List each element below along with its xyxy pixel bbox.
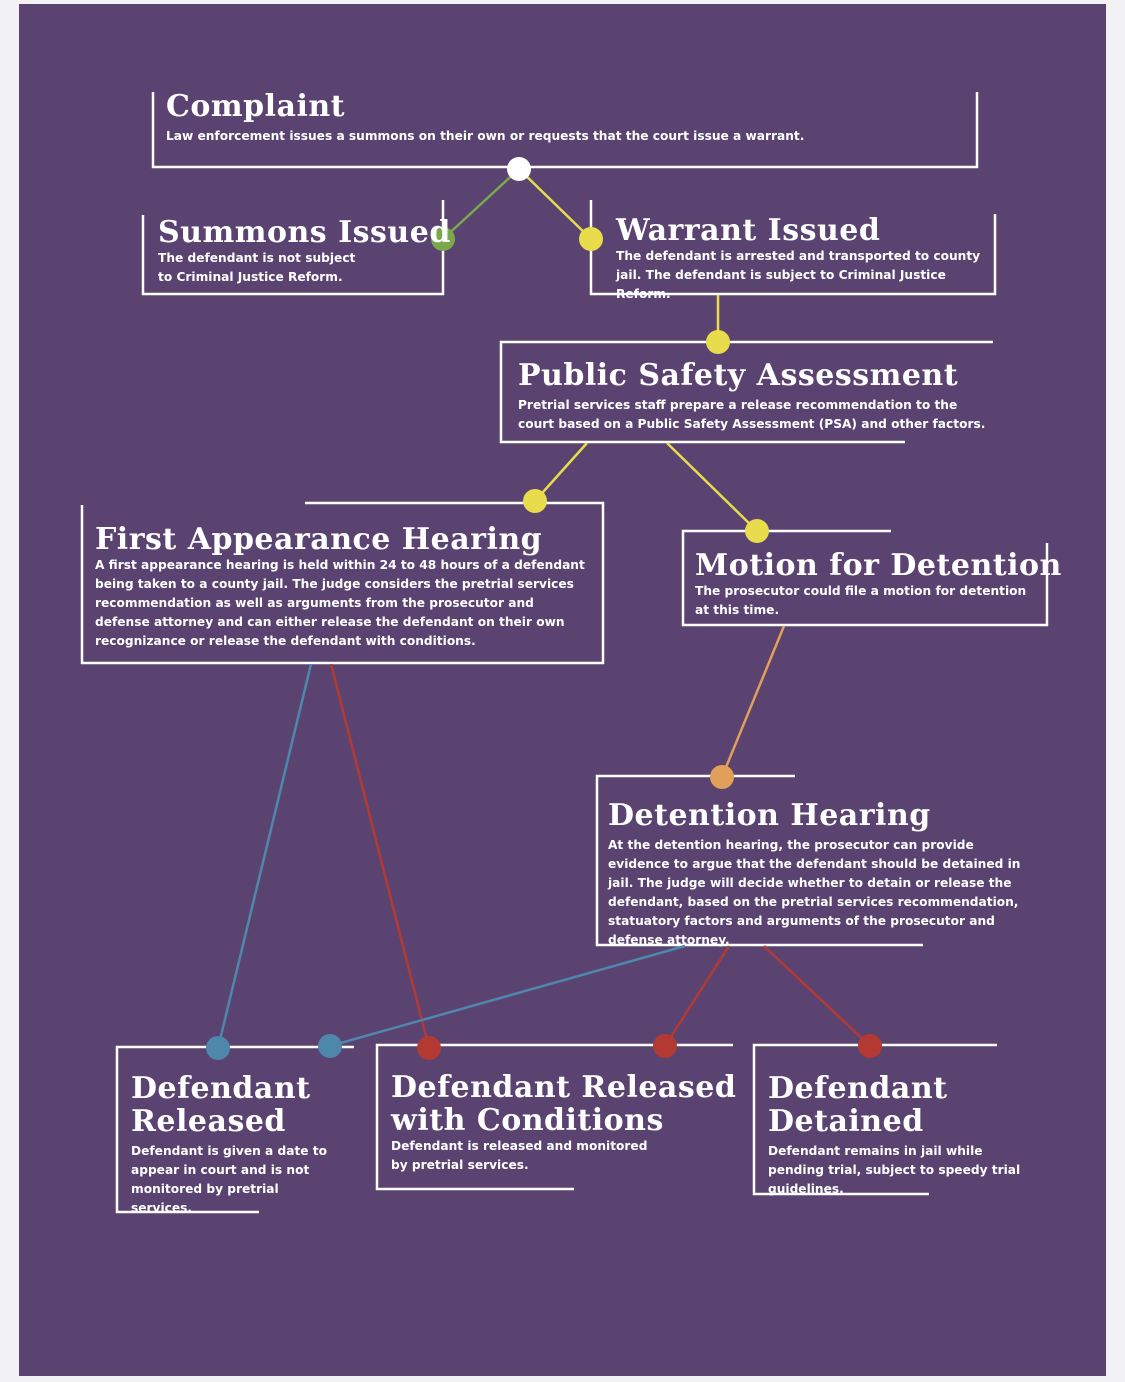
connectors: [216, 168, 871, 1049]
dot-detained: [858, 1034, 882, 1058]
node-description: Defendant remains in jail while pending …: [768, 1144, 1021, 1196]
node-title: Warrant Issued: [616, 213, 881, 248]
node-title-line-2: with Conditions: [391, 1103, 664, 1138]
node-title-line-2: Detained: [768, 1104, 924, 1139]
dot-complaint: [507, 157, 531, 181]
node-description: The defendant is arrested and transporte…: [616, 249, 981, 301]
connector-detention-conditions: [663, 945, 731, 1047]
node-title-line-1: Defendant Released: [391, 1070, 737, 1105]
node-description: Pretrial services staff prepare a releas…: [518, 398, 986, 431]
node-motion-for-detention: Motion for Detention The prosecutor coul…: [695, 548, 1062, 620]
node-title: Detention Hearing: [608, 798, 931, 833]
node-title-line-1: Defendant: [131, 1071, 311, 1106]
node-title-line-2: Released: [131, 1104, 286, 1139]
connector-complaint-summons: [442, 168, 520, 240]
node-title: Public Safety Assessment: [518, 358, 959, 393]
conditions-frame: [375, 1043, 733, 1191]
dot-summons: [431, 227, 455, 251]
node-warrant-issued: Warrant Issued The defendant is arrested…: [616, 214, 986, 304]
node-title: Complaint: [166, 89, 346, 124]
flowchart-canvas: [19, 4, 1106, 1376]
dot-released-a: [206, 1036, 230, 1060]
connector-detention-released: [329, 944, 686, 1048]
node-defendant-released-with-conditions: Defendant Released with Conditions Defen…: [391, 1070, 737, 1175]
node-detention-hearing: Detention Hearing At the detention heari…: [608, 799, 1028, 950]
connector-detention-detained: [763, 945, 871, 1047]
first-appearance-frame: [80, 501, 605, 665]
node-title: Motion for Detention: [695, 548, 1062, 583]
dot-warrant: [579, 227, 603, 251]
node-description: A first appearance hearing is held withi…: [95, 558, 585, 648]
dot-first-appearance: [523, 489, 547, 513]
psa-frame: [499, 340, 993, 444]
node-title: First Appearance Hearing: [95, 522, 543, 557]
node-defendant-released: Defendant Released Defendant is given a …: [131, 1072, 346, 1218]
connector-psa-first-appearance: [534, 442, 588, 502]
dot-detention-hearing: [710, 765, 734, 789]
node-summons-issued: Summons Issued The defendant is not subj…: [158, 215, 451, 287]
dot-released-b: [318, 1034, 342, 1058]
complaint-frame: [151, 92, 979, 169]
node-description: Defendant is released and monitored by p…: [391, 1139, 648, 1172]
node-public-safety-assessment: Public Safety Assessment Pretrial servic…: [518, 359, 988, 434]
dot-psa: [706, 330, 730, 354]
node-description: Law enforcement issues a summons on thei…: [166, 129, 805, 143]
node-defendant-detained: Defendant Detained Defendant remains in …: [768, 1072, 1038, 1199]
node-description: The defendant is not subject to Criminal…: [158, 251, 356, 284]
junction-dots: [206, 157, 882, 1060]
connector-psa-motion: [666, 442, 758, 532]
connector-complaint-warrant: [518, 168, 592, 240]
released-frame: [115, 1045, 354, 1214]
dot-conditions-a: [417, 1036, 441, 1060]
node-title: Summons Issued: [158, 215, 451, 250]
connector-motion-detention: [720, 625, 786, 778]
connector-first-released: [216, 663, 313, 1049]
node-first-appearance-hearing: First Appearance Hearing A first appeara…: [95, 523, 595, 651]
dot-motion: [745, 519, 769, 543]
connector-first-conditions: [329, 663, 431, 1049]
detention-hearing-frame: [595, 774, 923, 947]
node-complaint: Complaint Law enforcement issues a summo…: [166, 90, 966, 146]
node-description: Defendant is given a date to appear in c…: [131, 1144, 327, 1215]
node-description: At the detention hearing, the prosecutor…: [608, 838, 1021, 947]
node-title-line-1: Defendant: [768, 1071, 948, 1106]
node-description: The prosecutor could file a motion for d…: [695, 584, 1027, 617]
dot-conditions-b: [653, 1034, 677, 1058]
